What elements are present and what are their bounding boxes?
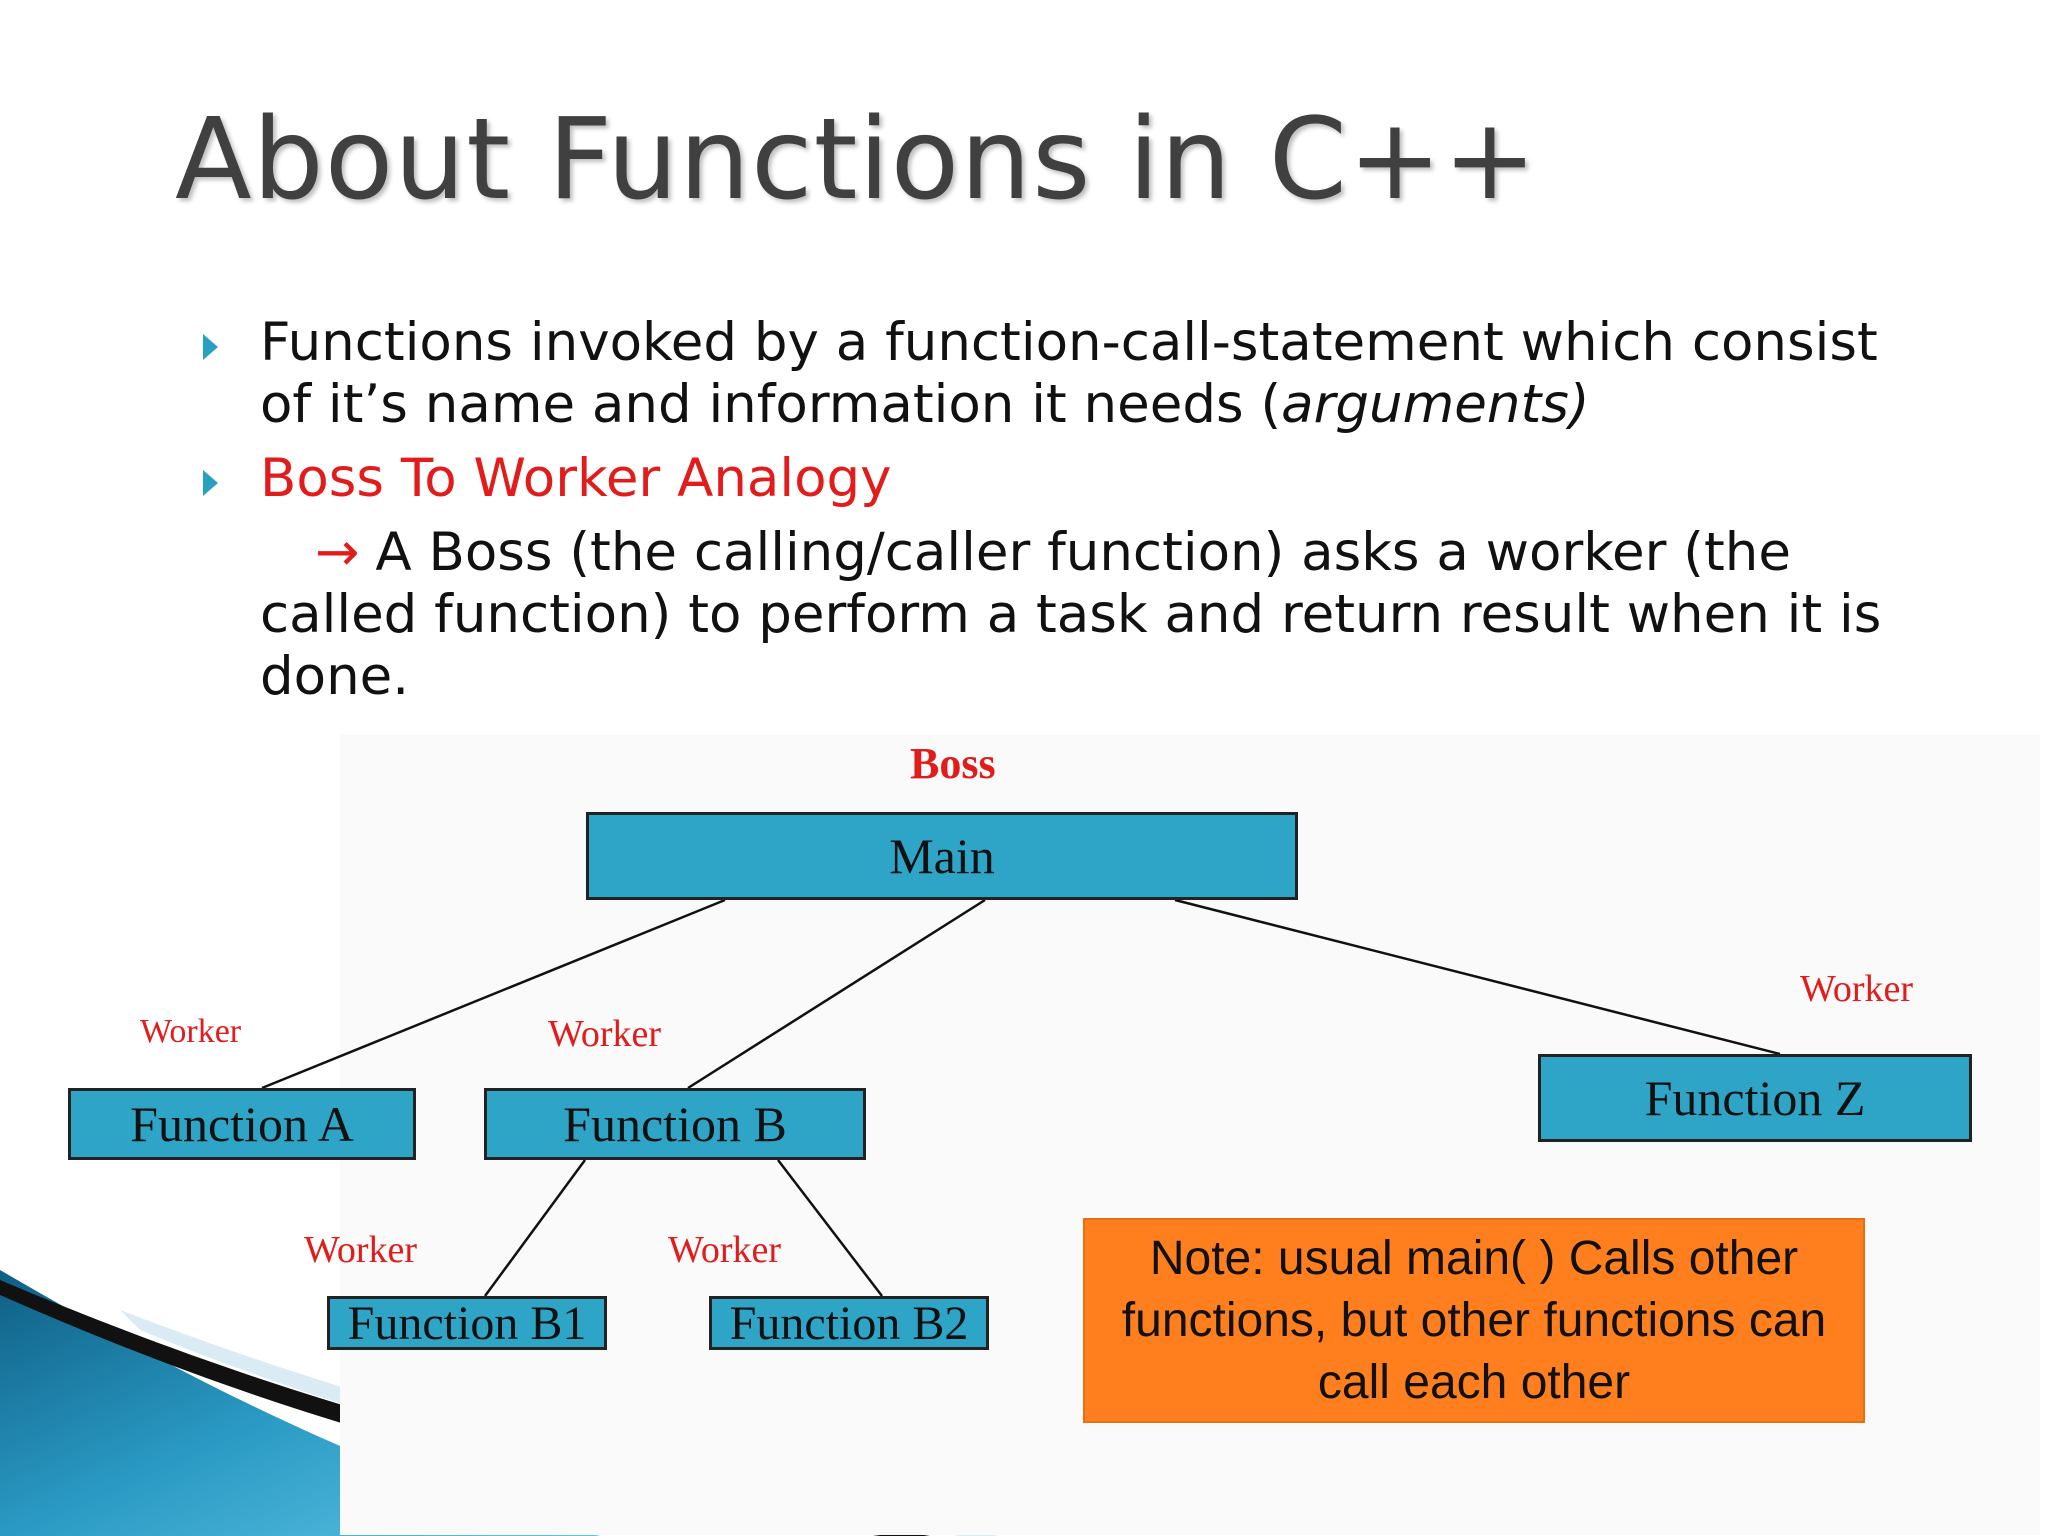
sub-point-analogy-text: A Boss (the calling/caller function) ask…	[260, 522, 1882, 707]
node-function-z: Function Z	[1538, 1054, 1972, 1142]
corner-swoosh-decoration	[0, 1270, 1000, 1536]
worker-label-b: Worker	[548, 1013, 661, 1055]
arrow-right-icon: →	[315, 522, 360, 583]
connector-b-to-b2	[777, 1159, 883, 1297]
connector-main-to-z	[1174, 898, 1781, 1056]
bullet-arguments-italic: arguments)	[1281, 374, 1590, 435]
connector-main-to-b	[687, 898, 986, 1090]
bullet-function-call-text: Functions invoked by a function-call-sta…	[260, 312, 1878, 435]
note-box: Note: usual main( ) Calls other function…	[1083, 1218, 1865, 1423]
worker-label-b1: Worker	[304, 1229, 417, 1271]
node-function-b: Function B	[484, 1088, 866, 1160]
slide-title: About Functions in C++	[175, 95, 1538, 225]
node-function-b2: Function B2	[709, 1296, 989, 1350]
connector-main-to-a	[261, 898, 726, 1090]
worker-label-b2: Worker	[668, 1229, 781, 1271]
bullet-function-call: Functions invoked by a function-call-sta…	[195, 312, 1895, 436]
node-function-a: Function A	[68, 1088, 416, 1160]
bullet-boss-worker: Boss To Worker Analogy	[195, 448, 1895, 510]
worker-label-z: Worker	[1800, 968, 1913, 1010]
bullet-boss-worker-text: Boss To Worker Analogy	[260, 448, 892, 509]
triangle-bullet-icon	[203, 470, 218, 496]
sub-point-analogy: →A Boss (the calling/caller function) as…	[260, 522, 1900, 708]
worker-label-a: Worker	[140, 1013, 242, 1050]
note-text: Note: usual main( ) Calls other function…	[1121, 1231, 1827, 1409]
node-function-b1: Function B1	[327, 1296, 607, 1350]
triangle-bullet-icon	[203, 334, 218, 360]
connector-b-to-b1	[483, 1159, 587, 1297]
boss-label: Boss	[910, 739, 996, 788]
node-main: Main	[586, 812, 1298, 900]
